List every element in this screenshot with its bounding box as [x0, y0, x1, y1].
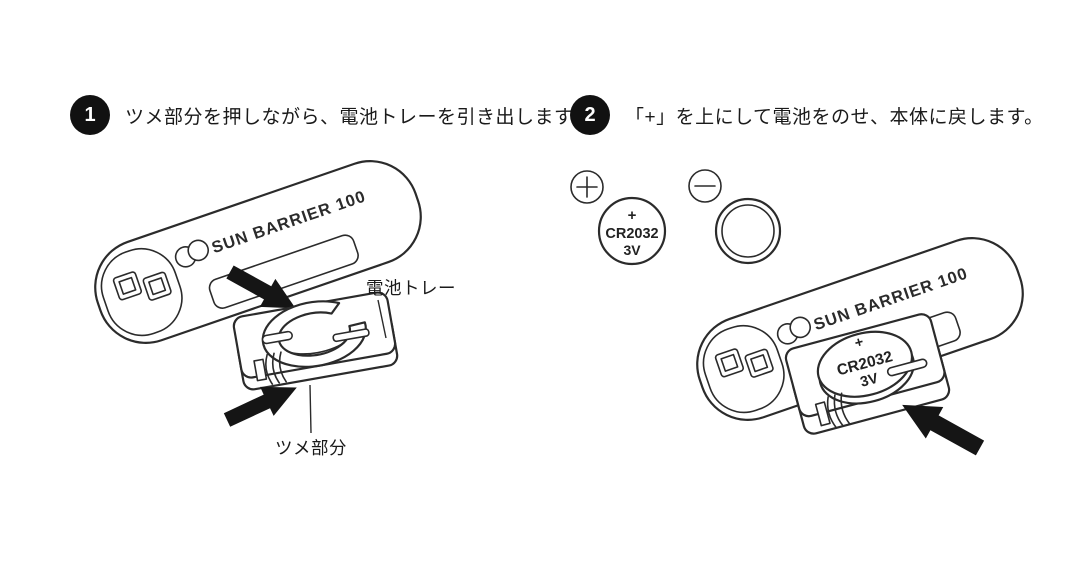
step-2-badge: 2 — [570, 95, 610, 135]
battery-back-drawing — [714, 197, 782, 265]
battery-voltage: 3V — [623, 242, 641, 258]
tray-slot-detail-right — [332, 328, 370, 343]
claw-tab-block — [253, 358, 268, 382]
battery-holder-ring — [261, 300, 367, 368]
push-claw-arrow-icon — [223, 386, 297, 427]
pull-out-arrow-icon — [226, 265, 296, 309]
claw-label: ツメ部分 — [275, 438, 347, 458]
step-2-text: 「+」を上にして電池をのせ、本体に戻します。 — [625, 106, 1044, 128]
claw-leader-line — [309, 384, 312, 434]
extended-tray-drawing: + CR2032 3V — [784, 313, 951, 435]
tray-slot-detail-right — [886, 358, 928, 377]
battery-plus-mark: + — [853, 334, 865, 352]
claw-tab-block — [814, 401, 831, 427]
battery-plus-mark: + — [628, 207, 637, 224]
battery-tray-label: 電池トレー — [366, 278, 456, 298]
claw-tab-ridge — [826, 396, 838, 429]
step-2-illustration: + CR2032 3V + CR2032 3V — [570, 169, 1037, 456]
battery-tray-drawing — [232, 291, 399, 391]
step-1-text: ツメ部分を押しながら、電池トレーを引き出します。 — [125, 106, 592, 128]
plus-symbol-icon — [570, 170, 604, 204]
step-1-illustration: SUN BARRIER 100 電池トレー ツメ部分 — [81, 147, 456, 458]
claw-tab-ridge — [840, 392, 851, 425]
battery-in-tray — [816, 330, 914, 398]
claw-tab-ridge — [278, 351, 287, 383]
battery-tray-leader-line — [377, 299, 387, 339]
step-1-badge: 1 — [70, 95, 110, 135]
claw-tab-ridge — [833, 394, 844, 427]
tray-floor-line — [286, 339, 347, 355]
tray-slot-detail-left — [261, 330, 293, 345]
battery-model: CR2032 — [605, 226, 658, 242]
minus-symbol-icon — [688, 169, 722, 203]
step-2-header: 2 「+」を上にして電池をのせ、本体に戻します。 — [570, 95, 1044, 135]
claw-tab-ridge — [265, 353, 274, 385]
battery-front-drawing: + CR2032 3V — [597, 196, 667, 266]
battery-voltage: 3V — [859, 371, 881, 391]
push-in-arrow-icon — [902, 404, 985, 456]
step-1-header: 1 ツメ部分を押しながら、電池トレーを引き出します。 — [70, 95, 591, 135]
claw-tab-ridge — [271, 352, 281, 384]
